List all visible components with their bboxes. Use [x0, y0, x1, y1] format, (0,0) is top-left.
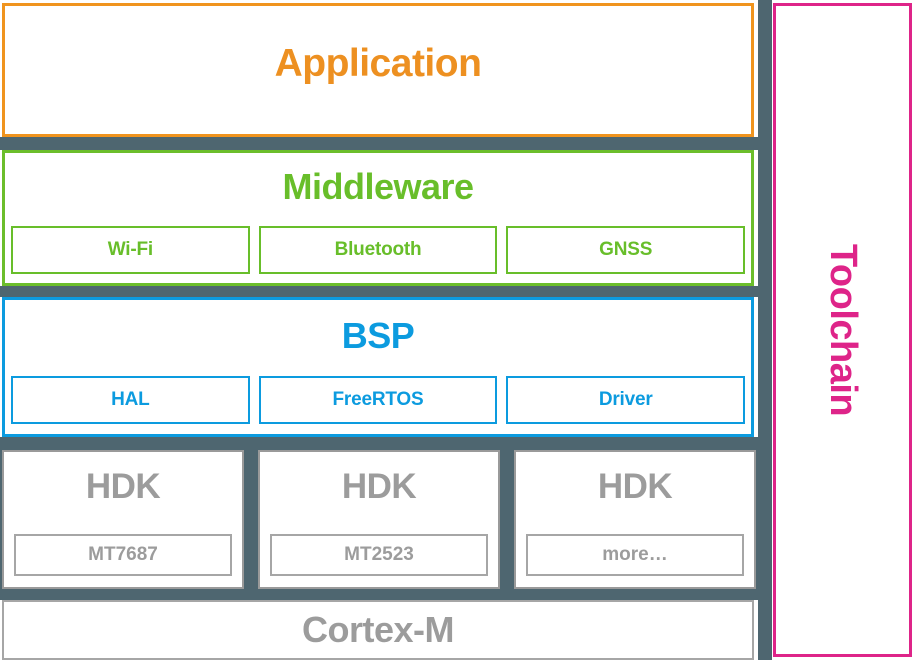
- vertical-separator: [758, 0, 772, 660]
- bsp-item-driver[interactable]: Driver: [506, 376, 746, 424]
- panel-toolchain-label: Toolchain: [822, 243, 864, 417]
- layer-cortex-m-title: Cortex-M: [301, 609, 455, 650]
- layer-bsp-title: BSP: [341, 315, 415, 356]
- hdk-card-more[interactable]: HDK more…: [514, 450, 756, 589]
- hdk-chip-label[interactable]: MT2523: [270, 534, 488, 576]
- bsp-component-row: HAL FreeRTOS Driver: [5, 376, 751, 424]
- hdk-chip-label[interactable]: MT7687: [14, 534, 232, 576]
- separator-middleware-bsp: [0, 286, 758, 297]
- hdk-row: HDK MT7687 HDK MT2523 HDK more…: [0, 450, 758, 589]
- hdk-card-mt7687[interactable]: HDK MT7687: [2, 450, 244, 589]
- hdk-card-title: HDK: [597, 467, 673, 506]
- middleware-item-wifi[interactable]: Wi-Fi: [11, 226, 250, 274]
- middleware-component-row: Wi-Fi Bluetooth GNSS: [5, 226, 751, 274]
- software-stack-column: Application Middleware Wi-Fi Bluetooth G…: [0, 3, 758, 660]
- layer-middleware[interactable]: Middleware Wi-Fi Bluetooth GNSS: [2, 150, 754, 286]
- layer-bsp[interactable]: BSP HAL FreeRTOS Driver: [2, 297, 754, 437]
- hdk-card-title: HDK: [341, 467, 417, 506]
- middleware-item-bluetooth[interactable]: Bluetooth: [258, 226, 498, 274]
- layer-middleware-title: Middleware: [282, 166, 474, 207]
- layer-application-title: Application: [274, 42, 482, 85]
- separator-application-middleware: [0, 137, 758, 150]
- hdk-chip-label[interactable]: more…: [526, 534, 744, 576]
- hdk-card-mt2523[interactable]: HDK MT2523: [258, 450, 500, 589]
- separator-bsp-hdk: [0, 437, 758, 450]
- panel-toolchain[interactable]: Toolchain: [773, 3, 912, 657]
- bsp-item-freertos[interactable]: FreeRTOS: [258, 376, 498, 424]
- layer-cortex-m[interactable]: Cortex-M: [2, 600, 754, 660]
- bsp-item-hal[interactable]: HAL: [11, 376, 250, 424]
- middleware-item-gnss[interactable]: GNSS: [506, 226, 746, 274]
- hdk-card-title: HDK: [85, 467, 161, 506]
- separator-hdk-cortex: [0, 589, 758, 600]
- layer-application[interactable]: Application: [2, 3, 754, 137]
